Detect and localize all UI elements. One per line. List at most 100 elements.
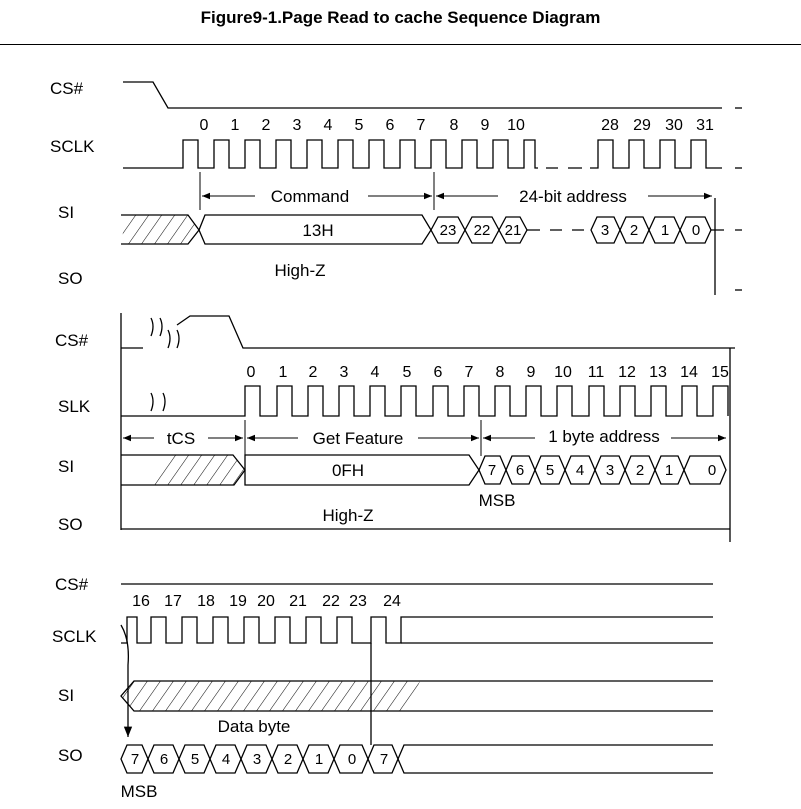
data-bit: 1 (315, 751, 323, 768)
signal-sclk-label: SCLK (52, 627, 97, 646)
address-bit: 1 (665, 462, 673, 479)
panel-3: CS# SCLK SI SO 16 17 18 19 20 21 22 23 2… (52, 575, 713, 801)
address-bit: 7 (488, 462, 496, 479)
address-bit-cell (683, 455, 727, 485)
cs-waveform (176, 315, 735, 349)
clock-number: 3 (340, 364, 349, 381)
clock-number: 17 (164, 593, 182, 610)
data-bit: 7 (380, 751, 388, 768)
signal-so-label: SO (58, 515, 83, 534)
command-value: 13H (302, 221, 333, 240)
clock-number: 2 (309, 364, 318, 381)
si-dont-care-hatch (121, 215, 199, 244)
signal-cs-label: CS# (55, 331, 89, 350)
data-bit: 5 (191, 751, 199, 768)
sclk-waveform (123, 139, 538, 169)
command-label: Command (271, 187, 349, 206)
clock-number: 4 (324, 117, 333, 134)
data-bit: 2 (284, 751, 292, 768)
clock-number: 6 (434, 364, 443, 381)
clock-number: 12 (618, 364, 636, 381)
clock-number: 10 (507, 117, 525, 134)
feature-value: 0FH (332, 461, 364, 480)
address-bits-2: 7 6 5 4 3 2 1 0 (478, 455, 727, 485)
signal-cs-label: CS# (50, 79, 84, 98)
clock-number: 13 (649, 364, 667, 381)
clock-number: 0 (247, 364, 256, 381)
clock-number: 30 (665, 117, 683, 134)
address-bit: 4 (576, 462, 584, 479)
data-bit: 7 (131, 751, 139, 768)
data-bit: 6 (160, 751, 168, 768)
clock-number: 6 (386, 117, 395, 134)
clock-number: 7 (417, 117, 426, 134)
panel-2: CS# SLK SI SO 0 1 2 3 4 5 6 7 8 9 10 11 … (55, 313, 735, 542)
clock-number: 28 (601, 117, 619, 134)
clock-numbers-3: 16 17 18 19 20 21 22 23 24 (132, 593, 401, 610)
slk-waveform (121, 385, 729, 417)
clock-number: 15 (711, 364, 729, 381)
clock-number: 21 (289, 593, 307, 610)
data-bits: 7 6 5 4 3 2 1 0 7 (120, 744, 713, 774)
address-label: 24-bit address (519, 187, 627, 206)
clock-number: 22 (322, 593, 340, 610)
clock-number: 11 (588, 364, 605, 381)
clock-numbers-1: 0 1 2 3 4 5 6 7 8 9 10 28 29 30 31 (200, 117, 714, 134)
cs-break-marks (150, 317, 163, 337)
tcs-label: tCS (167, 429, 195, 448)
si-dont-care-outline (120, 680, 713, 712)
clock-number: 20 (257, 593, 275, 610)
so-tail-bottom (397, 758, 713, 774)
clock-number: 1 (231, 117, 240, 134)
data-bit: 4 (222, 751, 230, 768)
signal-so-label: SO (58, 746, 83, 765)
signal-si-label: SI (58, 457, 74, 476)
clock-number: 18 (197, 593, 215, 610)
address-bit: 0 (708, 462, 716, 479)
si-dont-care-hatch (152, 455, 245, 485)
cs-waveform (123, 81, 722, 109)
clock-number: 16 (132, 593, 150, 610)
signal-si-label: SI (58, 203, 74, 222)
address-bit: 3 (606, 462, 614, 479)
data-byte-label: Data byte (218, 717, 291, 736)
clock-number: 19 (229, 593, 247, 610)
figure-title: Figure9-1.Page Read to cache Sequence Di… (200, 8, 601, 27)
signal-slk-label: SLK (58, 397, 91, 416)
address-bit: 0 (692, 222, 700, 239)
msb-label: MSB (121, 782, 158, 801)
clock-number: 8 (450, 117, 459, 134)
address-bit: 23 (440, 222, 457, 239)
msb-label: MSB (479, 491, 516, 510)
address-bit: 3 (601, 222, 609, 239)
signal-si-label: SI (58, 686, 74, 705)
data-bit: 0 (348, 751, 356, 768)
slk-break-marks (150, 392, 166, 412)
address-bit: 2 (636, 462, 644, 479)
sclk-waveform-tail (590, 139, 722, 169)
data-bit: 3 (253, 751, 261, 768)
si-dont-care-hatch (121, 681, 420, 711)
clock-number: 9 (527, 364, 536, 381)
address-bit: 21 (505, 222, 522, 239)
clock-number: 29 (633, 117, 651, 134)
clock-number: 23 (349, 593, 367, 610)
clock-number: 10 (554, 364, 572, 381)
clock-number: 7 (465, 364, 474, 381)
address-bit: 1 (661, 222, 669, 239)
clock-to-output-line (120, 624, 129, 725)
address-bit: 6 (516, 462, 524, 479)
clock-number: 31 (696, 117, 714, 134)
feature-label: Get Feature (313, 429, 404, 448)
so-tail-top (397, 744, 713, 760)
sclk-waveform (121, 616, 713, 644)
clock-number: 5 (403, 364, 412, 381)
clock-number: 8 (496, 364, 505, 381)
title-rule (0, 44, 801, 45)
address-bit: 22 (474, 222, 491, 239)
clock-number: 3 (293, 117, 302, 134)
address-bit: 5 (546, 462, 554, 479)
clock-numbers-2: 0 1 2 3 4 5 6 7 8 9 10 11 12 13 14 15 (247, 364, 729, 381)
clock-number: 14 (680, 364, 698, 381)
signal-sclk-label: SCLK (50, 137, 95, 156)
